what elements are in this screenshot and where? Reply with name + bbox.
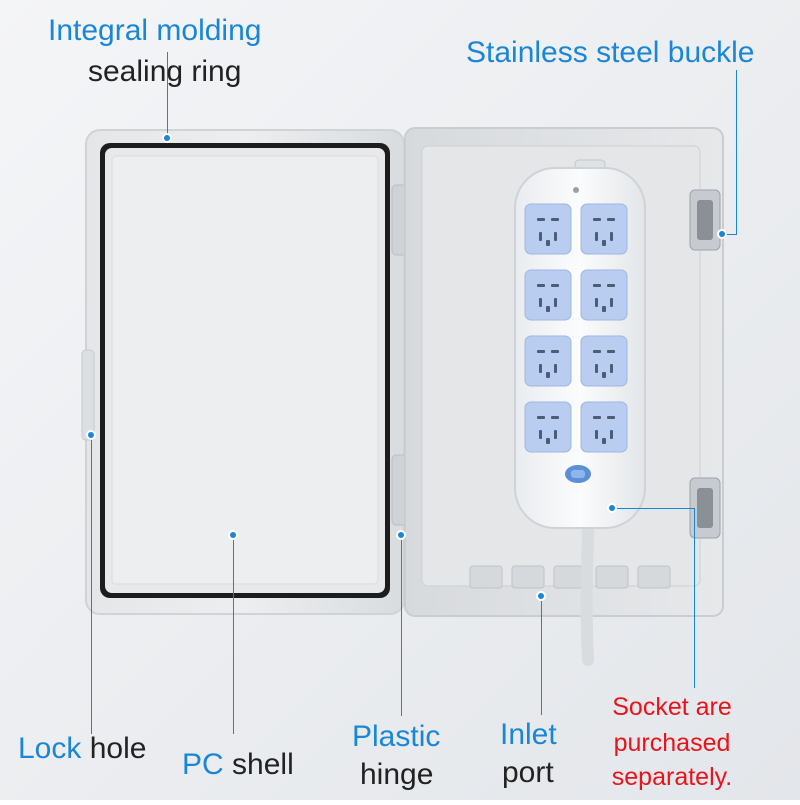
- label-socket-note-3: separately.: [611, 763, 733, 791]
- socket-outlet: [524, 401, 572, 453]
- leader-sealing: [167, 52, 168, 138]
- dot-hinge: [398, 532, 404, 538]
- label-shell-word: shell: [232, 748, 294, 781]
- socket-outlet: [580, 335, 628, 387]
- lid: [81, 129, 405, 615]
- leader-socket: [612, 508, 694, 509]
- socket-outlet: [580, 203, 628, 255]
- dot-buckle: [719, 231, 725, 237]
- label-hinge-line1: Plastic: [352, 720, 441, 753]
- leader-inlet: [541, 597, 542, 715]
- dot-sealing: [164, 135, 170, 141]
- label-inlet-line1: Inlet: [500, 718, 557, 751]
- label-pc-word: PC: [182, 748, 224, 781]
- lock-tab: [81, 349, 95, 441]
- socket-outlet: [580, 401, 628, 453]
- leader-buckle: [736, 70, 737, 235]
- dot-lock: [88, 432, 94, 438]
- leader-hinge: [401, 536, 402, 716]
- label-buckle: Stainless steel buckle: [466, 36, 755, 69]
- dot-inlet: [538, 593, 544, 599]
- label-pc-shell: PC shell: [182, 748, 294, 782]
- label-socket-note-1: Socket are: [612, 693, 732, 721]
- leader-pc: [233, 536, 234, 734]
- leader-lock: [91, 436, 92, 734]
- dot-pc: [230, 532, 236, 538]
- label-inlet-line2: port: [502, 756, 554, 789]
- label-socket-note-2: purchased: [613, 729, 731, 757]
- socket-outlet: [524, 269, 572, 321]
- socket-outlet: [580, 269, 628, 321]
- socket-outlets: [524, 203, 628, 453]
- socket-outlet: [524, 335, 572, 387]
- label-hole-word: hole: [89, 732, 147, 765]
- label-lock-word: Lock: [18, 732, 82, 765]
- label-lock-hole: Lock hole: [18, 732, 146, 766]
- socket-outlet: [524, 203, 572, 255]
- dot-socket: [609, 505, 615, 511]
- label-hinge-line2: hinge: [360, 758, 434, 791]
- power-cable: [580, 514, 594, 666]
- label-sealing-line1: Integral molding: [48, 14, 262, 47]
- label-sealing-line2: sealing ring: [88, 55, 242, 88]
- power-strip: [514, 159, 646, 529]
